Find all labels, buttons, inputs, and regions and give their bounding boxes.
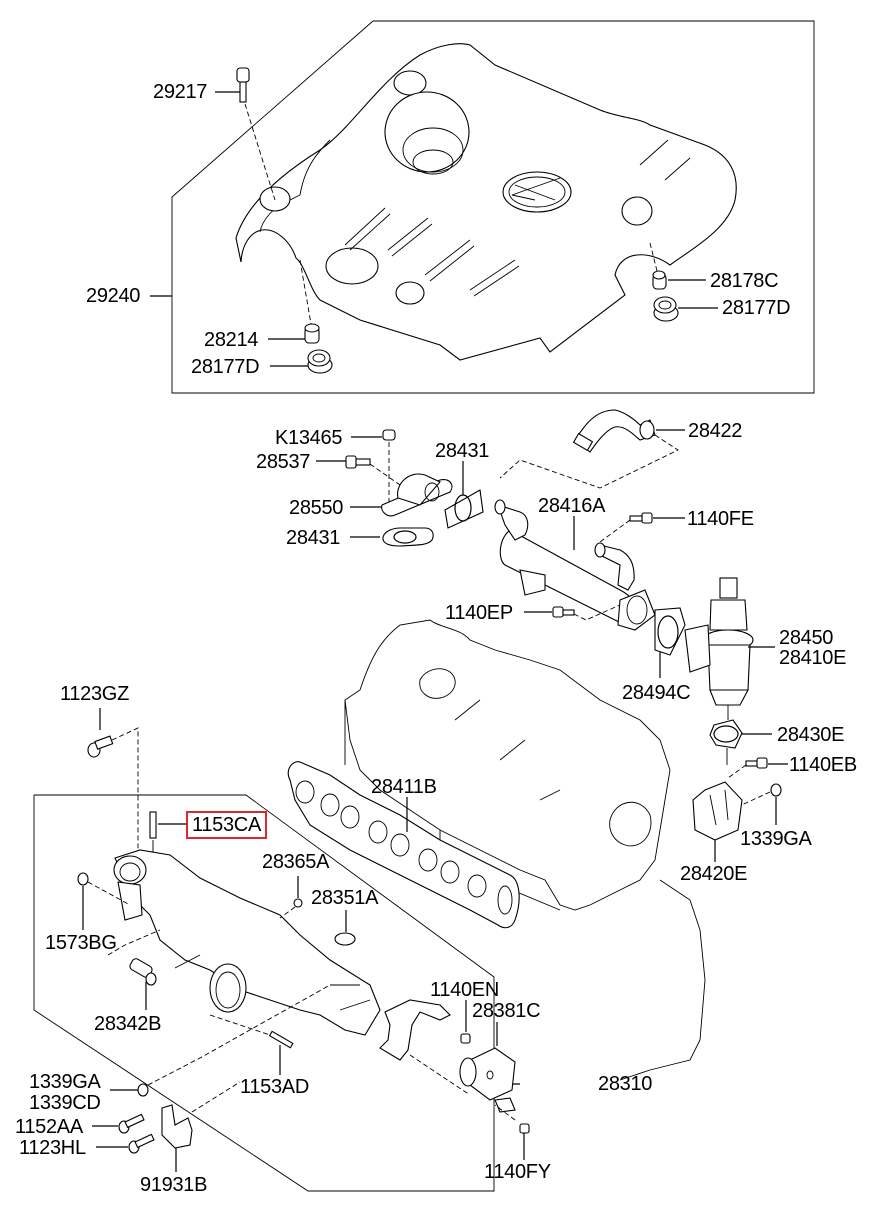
label-1153ca-highlighted[interactable]: 1153CA — [186, 811, 267, 839]
label-28381c: 28381C — [472, 1000, 541, 1022]
label-29217: 29217 — [153, 81, 208, 103]
label-28177d-left: 28177D — [191, 356, 260, 378]
label-1339cd: 1339CD — [29, 1092, 101, 1114]
label-91931b: 91931B — [140, 1174, 208, 1196]
egr-cooler-28416a — [494, 499, 656, 631]
bolt-1140fe — [599, 512, 653, 543]
engine-cover-group-frame — [150, 20, 815, 394]
throttle-bracket — [379, 999, 451, 1061]
manifold-gasket-28411b — [287, 761, 520, 929]
gasket-28431-upper — [444, 461, 484, 529]
label-28177d-right: 28177D — [722, 297, 791, 319]
label-28430e: 28430E — [777, 724, 845, 746]
pipe-adapter-28550 — [381, 473, 453, 517]
label-28178c: 28178C — [710, 270, 779, 292]
bolt-1140eb — [727, 757, 768, 779]
hose-28422 — [499, 409, 679, 489]
label-1140fe: 1140FE — [687, 508, 754, 530]
label-1140ep: 1140EP — [445, 602, 513, 624]
label-28537: 28537 — [256, 451, 311, 473]
stud-bolt-1123gz — [87, 708, 139, 870]
label-28351a: 28351A — [311, 887, 379, 909]
nut-k13465 — [382, 429, 396, 505]
egr-gasket-28494c — [654, 607, 686, 678]
plug-1573bg — [77, 872, 131, 930]
label-k13465: K13465 — [275, 427, 343, 449]
label-28342b: 28342B — [94, 1013, 162, 1035]
label-1140fy: 1140FY — [484, 1161, 551, 1183]
bracket-91931b — [161, 1081, 241, 1172]
valve-gasket-28430e — [709, 719, 743, 765]
egr-valve-28450 — [684, 577, 754, 720]
label-1123hl: 1123HL — [19, 1137, 86, 1159]
cylinder-head — [344, 619, 706, 1081]
intake-manifold — [113, 849, 381, 1036]
label-1140eb: 1140EB — [789, 754, 857, 776]
label-1152aa: 1152AA — [15, 1116, 83, 1138]
label-28214: 28214 — [204, 329, 259, 351]
label-28310: 28310 — [598, 1073, 653, 1095]
bolt-1123hl — [96, 1133, 155, 1154]
bolt-28537 — [345, 455, 401, 486]
bolt-1140en — [460, 1000, 471, 1044]
bushing-28214 — [299, 259, 320, 344]
bolt-1140fy — [494, 1104, 530, 1160]
label-28422: 28422 — [688, 420, 743, 442]
label-28365a: 28365A — [262, 851, 330, 873]
nut-1339ga-1339cd — [110, 984, 331, 1097]
egr-housing-28420e — [692, 781, 743, 862]
engine-cover — [235, 43, 737, 361]
label-1140en: 1140EN — [430, 979, 499, 1001]
label-28550: 28550 — [289, 497, 344, 519]
label-1339ga-housing: 1339GA — [740, 828, 812, 850]
label-29240: 29240 — [86, 285, 141, 307]
cap-28365a — [279, 876, 303, 919]
gasket-28431-lower — [382, 527, 434, 547]
label-1573bg: 1573BG — [45, 932, 117, 954]
label-1339ga: 1339GA — [29, 1071, 101, 1093]
label-28416a: 28416A — [538, 495, 606, 517]
label-1153ad: 1153AD — [240, 1076, 309, 1098]
label-28431-lower: 28431 — [286, 527, 341, 549]
label-28494c: 28494C — [622, 682, 691, 704]
bolt-1152aa — [92, 1113, 145, 1134]
nipple-28342b — [107, 929, 161, 1010]
label-28431-upper: 28431 — [435, 440, 490, 462]
label-28411b: 28411B — [371, 776, 437, 798]
label-28410e: 28410E — [779, 647, 847, 669]
bushing-28178c — [649, 242, 667, 290]
label-28420e: 28420E — [680, 863, 748, 885]
label-28450: 28450 — [779, 627, 834, 649]
grommet-28177d-right — [653, 296, 679, 322]
grommet-28177d-left — [307, 349, 333, 374]
bolt-29217 — [236, 67, 276, 201]
plate-28351a — [334, 910, 356, 946]
bolt-1140ep — [552, 604, 621, 621]
stud-1153ad — [209, 1014, 294, 1075]
label-1123gz: 1123GZ — [60, 683, 129, 705]
